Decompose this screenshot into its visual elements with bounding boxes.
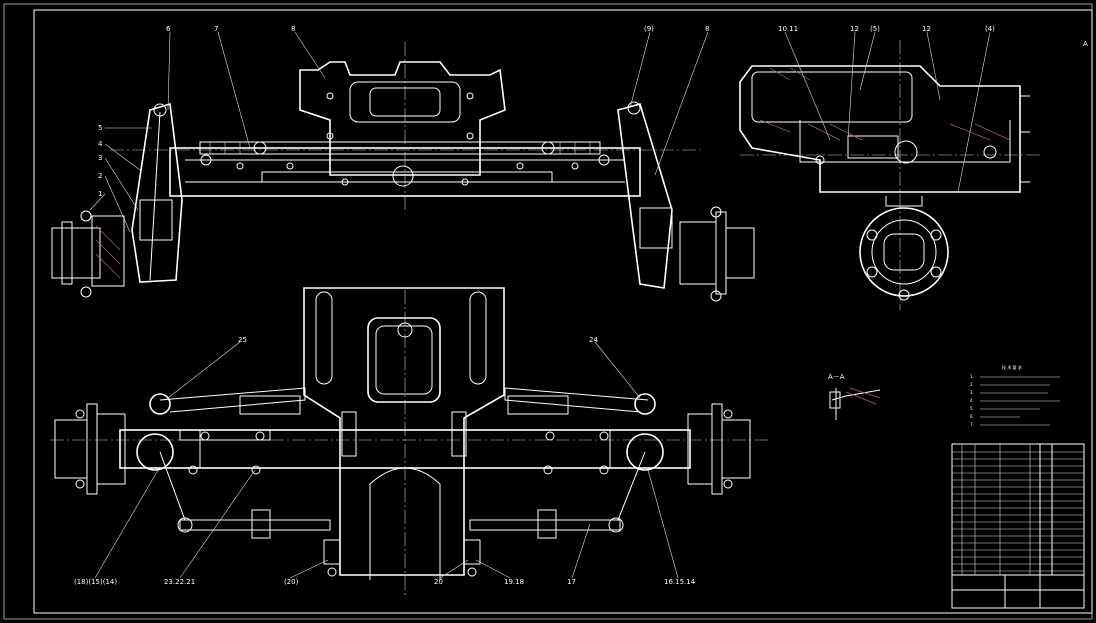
side-view xyxy=(739,40,1040,310)
part-label: 8 xyxy=(291,25,295,33)
part-label: 20 xyxy=(434,578,443,586)
part-label: 2 xyxy=(98,172,102,180)
title-block xyxy=(951,443,1085,609)
note-line: 6. xyxy=(970,414,974,419)
inner-frame xyxy=(33,9,1093,614)
part-label: (20) xyxy=(284,578,299,586)
part-label: 3 xyxy=(98,154,102,162)
outer-frame xyxy=(3,3,1093,620)
leader-lines xyxy=(89,31,991,579)
part-label: 1 xyxy=(98,190,102,198)
part-labels: 6 7 8 (9) 8 10.11 12 (5) 12 (4) 5 4 3 2 … xyxy=(74,25,995,586)
plan-view xyxy=(50,287,770,598)
corner-mark: A xyxy=(1083,40,1088,48)
part-label: 12 xyxy=(922,25,931,33)
part-label: 7 xyxy=(214,25,218,33)
part-label: (5) xyxy=(870,25,880,33)
part-label: 17 xyxy=(567,578,576,586)
part-label: 25 xyxy=(238,336,247,344)
part-label: 19.18 xyxy=(504,578,524,586)
part-label: 4 xyxy=(98,140,103,148)
front-view xyxy=(51,42,755,302)
part-label: 6 xyxy=(166,25,171,33)
part-label: 12 xyxy=(850,25,859,33)
part-label: (4) xyxy=(985,25,995,33)
note-line: 7. xyxy=(970,422,974,427)
note-line: 1. xyxy=(970,374,974,379)
part-label: (9) xyxy=(644,25,654,33)
note-line: 2. xyxy=(970,382,974,387)
part-label: (18)(15)(14) xyxy=(74,578,117,586)
part-label: 10.11 xyxy=(778,25,798,33)
section-a-a: A－A xyxy=(828,373,881,420)
notes-title: 技 术 要 求 xyxy=(1002,364,1022,370)
note-line: 3. xyxy=(970,390,974,395)
part-label: 23.22.21 xyxy=(164,578,195,586)
note-line: 5. xyxy=(970,406,974,411)
part-label: 24 xyxy=(589,336,598,344)
section-label: A－A xyxy=(828,373,845,381)
note-line: 4. xyxy=(970,398,974,403)
part-label: 8 xyxy=(705,25,709,33)
part-label: 5 xyxy=(98,124,102,132)
part-label: 16.15.14 xyxy=(664,578,696,586)
technical-notes: 技 术 要 求 1. 2. 3. 4. 5. 6. 7. xyxy=(970,364,1060,427)
